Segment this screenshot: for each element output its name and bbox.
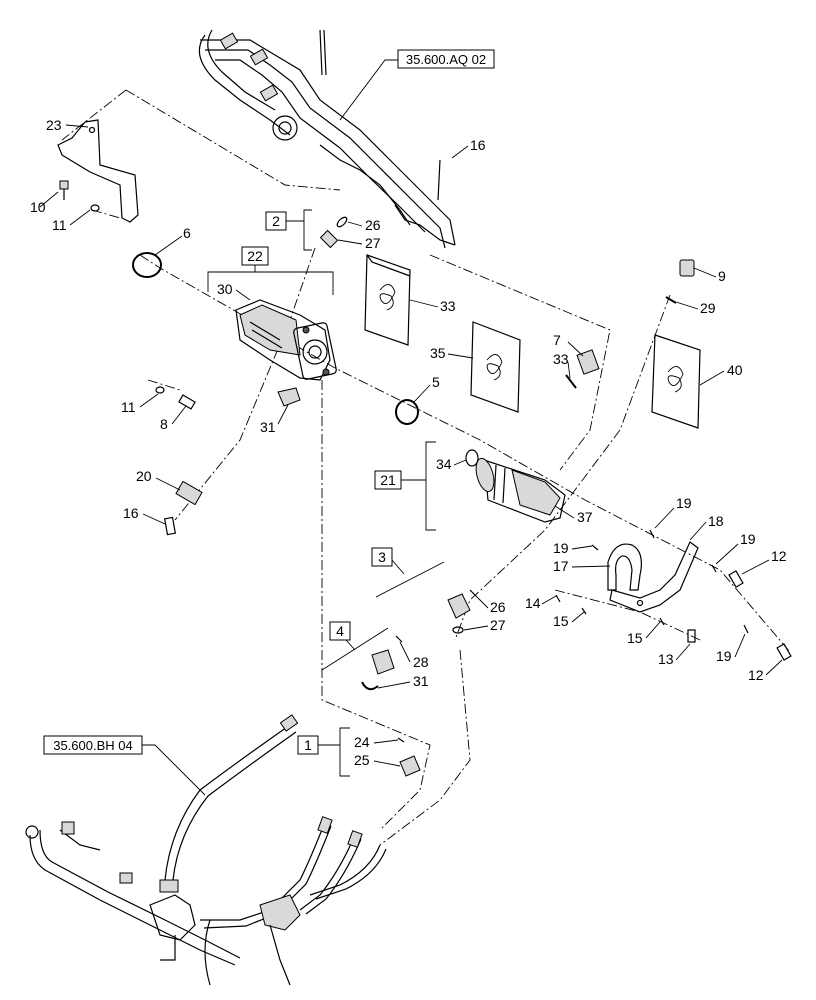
callout-19-c: 19 [740,531,756,547]
part-13 [687,629,696,643]
part-14 [555,594,561,603]
boxed-callout-21[interactable]: 21 [374,441,436,531]
callout-24: 24 [354,734,370,750]
part-33 [565,374,577,389]
o-ring-6 [132,252,162,278]
reference-bottom-label: 35.600.BH 04 [53,738,133,753]
callout-16-top: 16 [470,137,486,153]
pins-19 [591,529,749,634]
callout-39: 37 [577,509,593,525]
fitting-30-31 [361,635,403,691]
callout-26: 26 [365,217,381,233]
callout-8: 10 [30,199,46,215]
callout-28: 26 [490,599,506,615]
callout-25: 25 [354,752,370,768]
fittings-26-27 [319,216,348,249]
boxed-callout-3[interactable]: 3 [371,547,445,598]
fitting-28-29 [447,589,477,634]
callout-19-d: 19 [716,648,732,664]
oil-bag-36 [364,254,411,346]
part-15b [659,617,665,626]
plug-9 [679,259,695,277]
callout-12-lower: 12 [748,667,764,683]
bolt-12-upper [728,570,744,588]
filter-39 [475,457,566,523]
boxed-callout-1[interactable]: 1 [297,727,350,777]
callout-19-b: 19 [553,540,569,556]
bottom-hose-assembly [25,714,387,986]
callout-13: 13 [658,651,674,667]
callout-15-b: 15 [627,630,643,646]
bracket-17-18 [607,541,699,613]
callout-36: 33 [440,298,456,314]
washer-37 [465,449,479,467]
boxed-callout-4[interactable]: 4 [321,621,389,671]
callout-35: 31 [260,419,276,435]
oil-bag-38 [470,321,521,413]
hardware-8-11 [59,180,100,212]
callout-29: 27 [490,617,506,633]
callout-16-lower: 16 [123,505,139,521]
fitting-24-25 [397,737,421,777]
hydraulic-pump-34 [235,299,337,381]
callout-11-top: 11 [52,217,67,233]
fitting-20 [175,480,203,506]
callout-6: 6 [183,225,191,241]
bolt-16 [163,516,177,536]
callout-5: 5 [432,374,440,390]
callout-30: 28 [413,654,429,670]
hardware-11-7 [155,386,196,410]
callout-40: 40 [727,362,743,378]
o-ring-5 [395,399,419,425]
callout-19-a: 19 [676,495,692,511]
fitting-35 [277,387,301,407]
callout-18: 18 [708,513,724,529]
svg-text:1: 1 [304,737,312,753]
part-15 [581,607,587,615]
callout-15-a: 15 [553,613,569,629]
reference-box-bottom[interactable]: 35.600.BH 04 [43,735,206,796]
boxed-callout-2[interactable]: 2 [265,209,312,251]
callout-38: 35 [430,345,446,361]
reference-top-label: 35.600.AQ 02 [406,52,486,67]
callout-14: 14 [525,595,541,611]
callout-7: 8 [160,416,168,432]
callout-20: 20 [136,468,152,484]
callouts: 23 10 11 6 26 27 16 30 33 9 29 7 [30,117,787,768]
svg-text:4: 4 [336,623,344,639]
callout-9: 9 [718,268,726,284]
bolt-12-lower [776,643,792,661]
boxed-callout-22[interactable]: 22 [207,246,334,295]
callout-17: 17 [553,558,569,574]
reference-box-top[interactable]: 35.600.AQ 02 [339,49,495,121]
callout-10: 7 [553,332,561,348]
callout-27: 27 [365,235,381,251]
callout-11-mid: 11 [121,399,136,415]
oil-bag-40 [651,334,701,429]
callout-34: 30 [217,281,233,297]
callout-31: 31 [413,673,429,689]
svg-text:3: 3 [378,549,386,565]
callout-32: 29 [700,300,716,316]
callout-33: 33 [553,351,569,367]
seal-32 [665,296,677,304]
svg-text:21: 21 [380,472,396,488]
callout-12-upper: 12 [771,548,787,564]
callout-23: 23 [46,117,62,133]
top-hose-assembly [198,29,456,249]
callout-37: 34 [436,456,452,472]
svg-text:22: 22 [247,248,263,264]
bracket-23 [57,119,139,223]
svg-text:2: 2 [272,213,280,229]
